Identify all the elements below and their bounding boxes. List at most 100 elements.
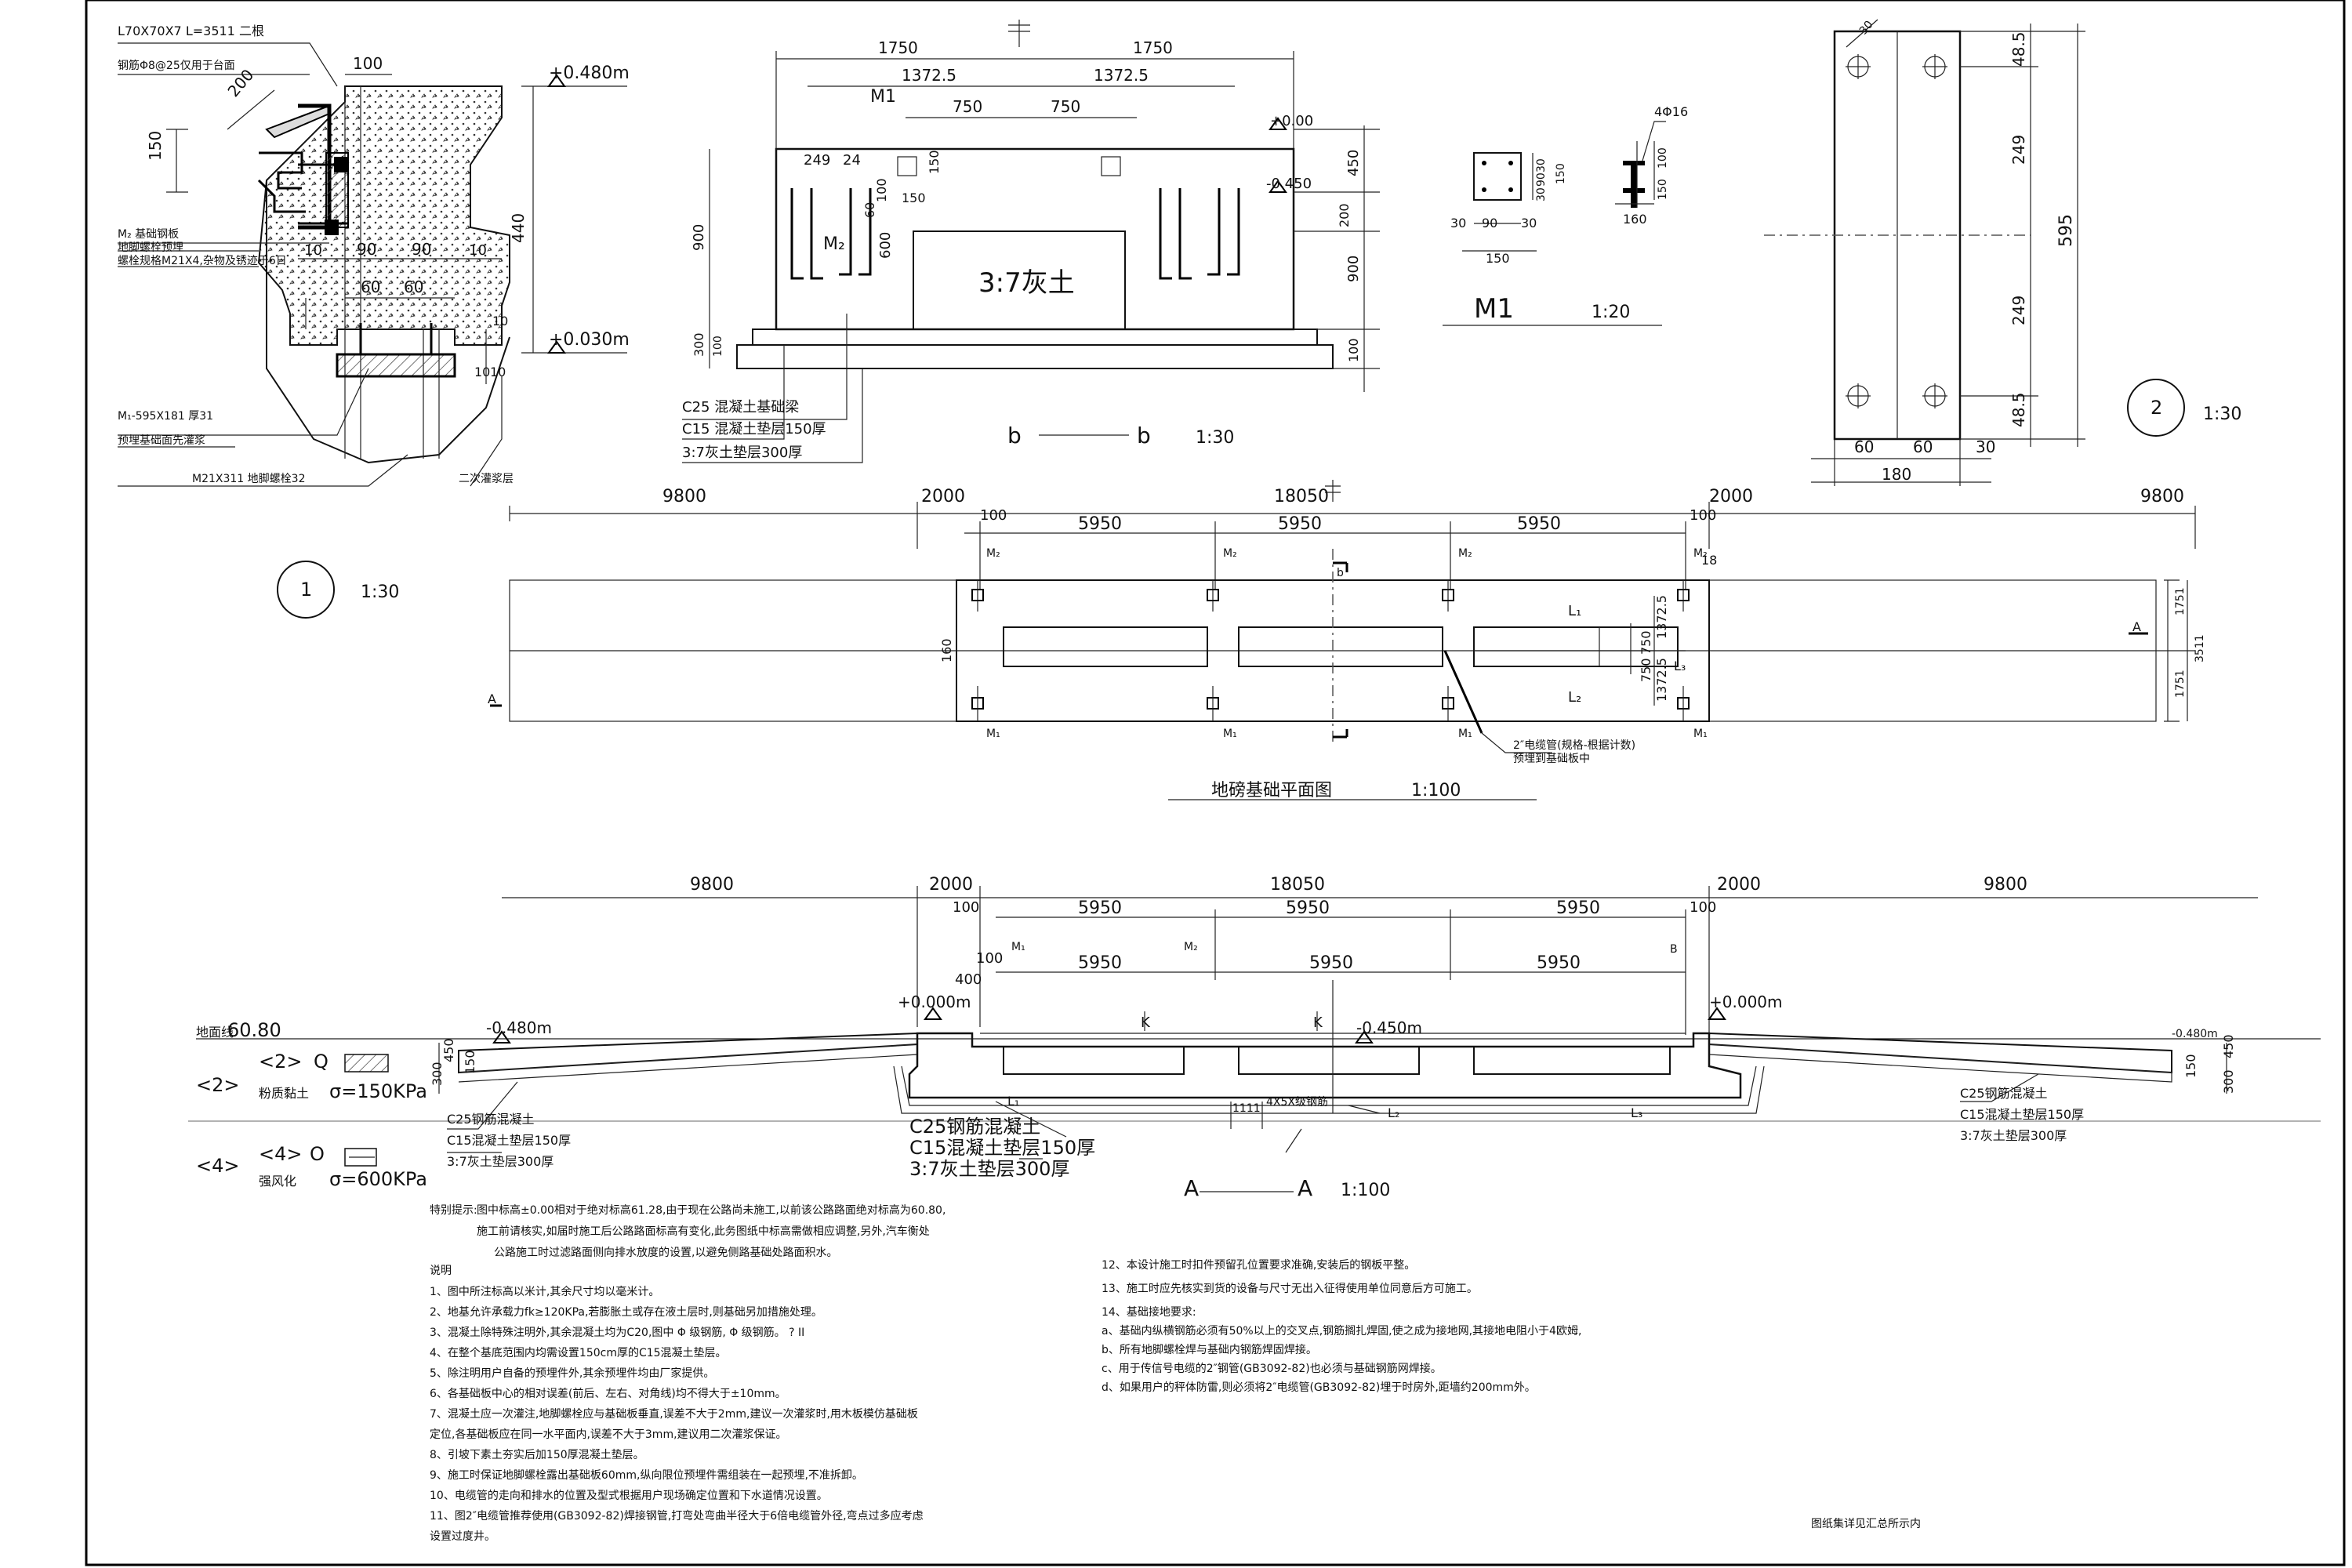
- plan-dim-2000l: 2000: [921, 487, 965, 506]
- notes-right-item: b、所有地脚螺栓焊与基础内钢筋焊固焊接。: [1102, 1343, 1317, 1356]
- detail1-dim-60b: 60: [404, 278, 423, 296]
- detail1-note-grout: 二次灌浆层: [459, 473, 514, 485]
- section-a-title-a2: A: [1298, 1175, 1312, 1201]
- section-a-dim-450: 450: [441, 1038, 456, 1062]
- plan-label-m2-2: M₂: [1223, 547, 1237, 560]
- detail1-note-m2-3: 螺栓规格M21X4,杂物及锈迹于6日: [118, 255, 287, 267]
- section-b-dim-100l: 100: [712, 336, 724, 357]
- section-a-note-small: 4X5X级钢筋: [1266, 1095, 1328, 1109]
- section-a-label-k1: K: [1141, 1014, 1151, 1031]
- section-b-fill-label: 3:7灰土: [978, 267, 1075, 299]
- section-a-dim-5950d: 5950: [1078, 953, 1122, 973]
- detail1-note-bolt: M21X311 地脚螺栓32: [192, 473, 305, 485]
- notes-left-item: 3、混凝土除特殊注明外,其余混凝土均为C20,图中 Φ 级钢筋, Φ 级钢筋。 …: [430, 1326, 804, 1339]
- section-b-label-m1: M1: [870, 87, 896, 107]
- m1-dim-30: 30: [1450, 216, 1466, 230]
- plan-dim-1751b: 1751: [2174, 670, 2187, 698]
- plan-view: 9800 2000 18050 2000 9800 100 5950 5950 …: [488, 480, 2206, 800]
- plan-dim-160: 160: [939, 638, 954, 662]
- plan-label-a-right: A: [2132, 619, 2141, 634]
- m1-dim-30v: 30: [1535, 158, 1548, 172]
- m1-dim-160: 160: [1623, 212, 1647, 227]
- m1-title: M1: [1474, 293, 1514, 325]
- plan-dim-3511: 3511: [2194, 634, 2206, 662]
- section-a-note-right3: 3:7灰土垫层300厚: [1960, 1128, 2067, 1143]
- plan-label-a-left: A: [488, 691, 496, 706]
- notes-right-item: 13、施工时应先核实到货的设备与尺寸无出入征得使用单位同意后方可施工。: [1102, 1282, 1478, 1295]
- section-a-note-left3: 3:7灰土垫层300厚: [447, 1154, 554, 1169]
- section-b-note2: C15 混凝土垫层150厚: [682, 421, 826, 437]
- section-b-dim-450: 450: [1345, 150, 1362, 176]
- m1-dim-100: 100: [1657, 147, 1669, 169]
- section-a-note-mid3: 3:7灰土垫层300厚: [909, 1158, 1069, 1180]
- notes-special-1: 图中标高±0.00相对于绝对标高61.28,由于现在公路尚未施工,以前该公路路面…: [477, 1203, 946, 1217]
- section-a-dim-150: 150: [463, 1050, 477, 1074]
- section-b-dim-150a: 150: [927, 150, 942, 174]
- section-a-dim-5950e: 5950: [1309, 953, 1353, 973]
- detail2-dim-30top: 30: [1857, 19, 1876, 38]
- section-a-a: 9800 2000 18050 2000 9800 100 5950 5950 …: [188, 875, 2321, 1201]
- plan-dim-2000r: 2000: [1709, 487, 1753, 506]
- m1-dim-150r: 150: [1657, 179, 1669, 200]
- detail2-circle-number: 2: [2151, 397, 2162, 419]
- plan-label-m2-1: M₂: [986, 547, 1000, 560]
- notes-heading: 说明: [430, 1265, 452, 1277]
- section-a-label-m1: M₁: [1011, 941, 1025, 953]
- notes-left-item: 定位,各基础板应在同一水平面内,误差不大于3mm,建议用二次灌浆保证。: [430, 1428, 787, 1441]
- detail1-dim-10d: 10: [474, 365, 490, 379]
- notes-right-list: 12、本设计施工时扣件预留孔位置要求准确,安装后的钢板平整。 13、施工时应先核…: [1102, 1259, 1581, 1394]
- plan-label-b: b: [1337, 567, 1344, 579]
- notes-right-item: 12、本设计施工时扣件预留孔位置要求准确,安装后的钢板平整。: [1102, 1259, 1415, 1272]
- section-b-elev-top: +0.00: [1270, 113, 1313, 129]
- plan-dim-100l: 100: [980, 507, 1007, 524]
- section-a-title-a1: A: [1184, 1175, 1199, 1201]
- plan-dim-18: 18: [1701, 553, 1717, 568]
- detail2-dim-595: 595: [2056, 214, 2076, 247]
- detail2-dim-60a: 60: [1854, 437, 1874, 456]
- section-a-dim-450r: 450: [2221, 1034, 2236, 1058]
- section-a-elev-left: -0.480m: [486, 1018, 552, 1037]
- section-a-label-l3: L₃: [1631, 1105, 1642, 1120]
- section-b-dim-24: 24: [843, 152, 861, 169]
- detail1-concrete-body: [257, 85, 510, 346]
- section-b-dim-200: 200: [1337, 203, 1352, 227]
- detail1-dim-10a: 10: [304, 242, 322, 259]
- section-a-label-l2: L₂: [1388, 1105, 1399, 1120]
- plan-dim-750a: 750: [1639, 630, 1653, 655]
- plan-dim-1751a: 1751: [2174, 587, 2187, 615]
- notes-left-item: 8、引坡下素土夯实后加150厚混凝土垫层。: [430, 1449, 644, 1461]
- plan-dim-5950a: 5950: [1078, 514, 1122, 534]
- plan-pit-box-3: [1473, 626, 1679, 667]
- section-b-dim-750a: 750: [953, 97, 982, 116]
- notes-left-item: 10、电缆管的走向和排水的位置及型式根据用户现场确定位置和下水道情况设置。: [430, 1489, 828, 1502]
- detail2-scale: 1:30: [2203, 405, 2241, 424]
- plan-dim-750b: 750: [1639, 658, 1653, 682]
- soil-layer2-name: 粉质黏土: [259, 1086, 309, 1101]
- detail-2: 30 48.5 249 249 48.5 595 60 60 30 180 2 …: [1764, 19, 2241, 486]
- section-b-dim-1750b: 1750: [1133, 38, 1173, 57]
- section-a-scale: 1:100: [1341, 1181, 1390, 1200]
- section-b-dim-60: 60: [862, 202, 877, 218]
- plan-dim-18050: 18050: [1274, 487, 1329, 506]
- plan-dim-5950c: 5950: [1517, 514, 1561, 534]
- detail1-dim-440: 440: [509, 213, 528, 243]
- m1-scale: 1:20: [1592, 303, 1630, 322]
- detail1-dim-60a: 60: [361, 278, 380, 296]
- soil-layer4-sym: O: [310, 1143, 325, 1165]
- section-a-dim-18050: 18050: [1270, 875, 1325, 895]
- section-b-dim-750b: 750: [1051, 97, 1080, 116]
- section-b-note3: 3:7灰土垫层300厚: [682, 445, 802, 461]
- detail1-dim-100: 100: [353, 54, 383, 73]
- section-b-dim-600: 600: [877, 232, 894, 259]
- notes-left-item: 9、施工时保证地脚螺栓露出基础板60mm,纵向限位预埋件需组装在一起预埋,不准拆…: [430, 1468, 863, 1482]
- section-a-dim-1111: 1111: [1232, 1102, 1261, 1115]
- section-a-dim-5950c: 5950: [1556, 898, 1600, 918]
- notes-left-item: 设置过度井。: [430, 1530, 495, 1543]
- section-b-dim-900r: 900: [1345, 256, 1362, 282]
- section-b-beam: [775, 147, 1295, 331]
- detail1-dim-10c: 10: [492, 314, 508, 328]
- detail1-note-anchor: 钢筋Φ8@25仅用于台面: [118, 59, 235, 72]
- section-a-label-l1: L₁: [1007, 1094, 1019, 1109]
- plan-label-m2-4: M₂: [1693, 547, 1708, 560]
- detail1-dim-90a: 90: [357, 240, 376, 259]
